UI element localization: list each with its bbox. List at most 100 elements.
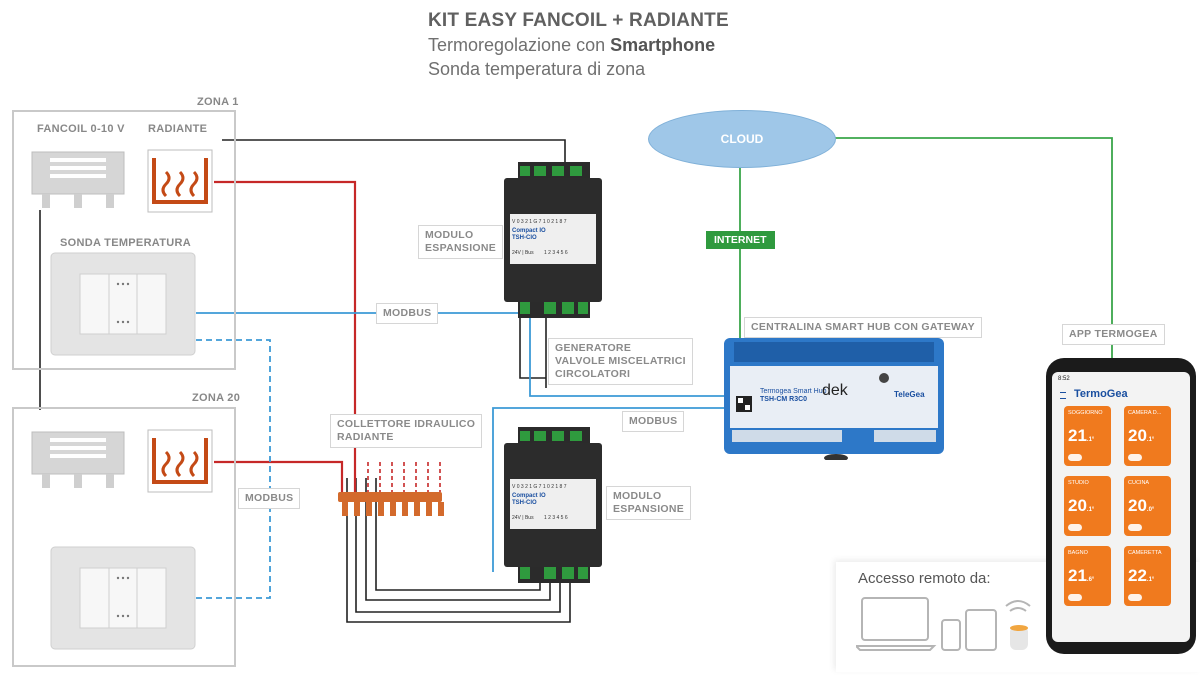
module-name: Compact IO: [512, 493, 546, 499]
remote-access-title: Accesso remoto da:: [858, 570, 991, 587]
green-cloud-app: [834, 137, 1113, 370]
collector: [338, 492, 444, 516]
module-name: Compact IO: [512, 228, 546, 234]
internet-tag: INTERNET: [706, 231, 775, 249]
expansion-module-1: V 0 3 2 1 G 7 1 0 2 1 8 7 Compact IO TSH…: [504, 162, 602, 318]
module-bus: 24V | Bus: [512, 515, 534, 521]
subtitle-2: Sonda temperatura di zona: [428, 59, 646, 79]
tablet-icon: [965, 609, 997, 651]
room-temp: 21.1°: [1068, 426, 1094, 446]
room-tile[interactable]: CAMERA D... 20.1°: [1124, 406, 1171, 466]
radiante-label: RADIANTE: [148, 123, 208, 135]
cloud-label: CLOUD: [720, 132, 764, 146]
fancoil-icon: [31, 151, 125, 208]
cloud-icon: CLOUD: [648, 110, 836, 168]
room-temp-dec: .1°: [1086, 437, 1095, 443]
room-temp: 22.1°: [1128, 566, 1154, 586]
module-code: TSH-CIO: [512, 235, 537, 241]
room-tile[interactable]: SOGGIORNO 21.1°: [1064, 406, 1111, 466]
room-name: CAMERETTA: [1128, 550, 1162, 556]
modbus-lines: [196, 312, 735, 572]
temperature-sensor-icon: [50, 252, 196, 356]
menu-icon[interactable]: [1060, 392, 1066, 399]
room-temp-dec: .1°: [1146, 437, 1155, 443]
collettore-line1: COLLETTORE IDRAULICO: [337, 418, 476, 430]
collector-dashes: [367, 462, 441, 492]
status-time: 8:52: [1058, 376, 1070, 382]
fancoil-icon: [31, 431, 125, 488]
bus-col-4: [375, 478, 541, 591]
collettore-line2: RADIANTE: [337, 431, 394, 443]
toggle-icon[interactable]: [1068, 594, 1082, 601]
app-brand: TermoGea: [1074, 388, 1128, 400]
bus-lines: [39, 139, 571, 623]
title-block: KIT EASY FANCOIL + RADIANTE Termoregolaz…: [428, 10, 729, 80]
room-name: BAGNO: [1068, 550, 1088, 556]
toggle-icon[interactable]: [1068, 524, 1082, 531]
module-device-icon: [504, 162, 602, 318]
fancoil-label: FANCOIL 0-10 V: [37, 123, 125, 135]
zone20-box: [12, 407, 236, 667]
modbus-dashed: [194, 339, 271, 599]
temperature-sensor-icon: [50, 546, 196, 650]
toggle-icon[interactable]: [1068, 454, 1082, 461]
modulo-2-line2: ESPANSIONE: [613, 503, 685, 515]
generatore-tag: GENERATORE VALVOLE MISCELATRICI CIRCOLAT…: [548, 338, 693, 385]
bus-col-3: [365, 478, 551, 601]
modulo-tag-2: MODULO ESPANSIONE: [606, 486, 692, 520]
room-temp-int: 20: [1128, 496, 1147, 515]
room-temp-int: 20: [1128, 426, 1147, 445]
room-name: CAMERA D...: [1128, 410, 1162, 416]
hydraulic-lines: [214, 180, 357, 492]
centralina-tag: CENTRALINA SMART HUB CON GATEWAY: [744, 317, 982, 338]
radiant-heat-icon: [147, 149, 213, 213]
bus-col-1: [346, 478, 571, 623]
module-code: TSH-CIO: [512, 500, 537, 506]
subtitle-1: Termoregolazione con Smartphone: [428, 35, 729, 56]
room-tile[interactable]: CAMERETTA 22.1°: [1124, 546, 1171, 606]
module-terminals: V 0 3 2 1 G 7 1 0 2 1 8 7: [512, 484, 567, 490]
room-name: CUCINA: [1128, 480, 1150, 486]
room-temp-int: 20: [1068, 496, 1087, 515]
generatore-line2: VALVOLE MISCELATRICI: [555, 355, 686, 367]
app-screen: 8:52 TermoGea SOGGIORNO 21.1° CAMERA D..…: [1052, 372, 1190, 642]
smartphone: 8:52 TermoGea SOGGIORNO 21.1° CAMERA D..…: [1046, 358, 1196, 654]
laptop-icon: [856, 597, 937, 651]
red-line-zone1: [214, 180, 357, 492]
room-temp-dec: .1°: [1146, 577, 1155, 583]
smart-hub: Termogea Smart Hub TSH-CM R3C0 dek TeleG…: [724, 338, 944, 462]
modulo-2-line1: MODULO: [613, 490, 662, 502]
room-name: SOGGIORNO: [1068, 410, 1103, 416]
toggle-icon[interactable]: [1128, 524, 1142, 531]
internet-lines: [739, 137, 1113, 370]
room-temp-int: 22: [1128, 566, 1147, 585]
room-temp: 20.1°: [1128, 426, 1154, 446]
hub-name: Termogea Smart Hub: [760, 388, 827, 395]
modbus-tag-2: MODBUS: [622, 411, 685, 432]
room-tile[interactable]: CUCINA 20.0°: [1124, 476, 1171, 536]
modbus-tag-3: MODBUS: [238, 488, 301, 509]
toggle-icon[interactable]: [1128, 594, 1142, 601]
radiant-heat-icon: [147, 429, 213, 493]
module-device-icon: [504, 427, 602, 583]
modulo-1-line1: MODULO: [425, 229, 474, 241]
module-bus: 24V | Bus: [512, 250, 534, 256]
room-tile[interactable]: STUDIO 20.1°: [1064, 476, 1111, 536]
hub-device-icon: [724, 338, 944, 462]
module-relay-nums: 1 2 3 4 5 6: [544, 250, 568, 256]
room-temp-int: 21: [1068, 566, 1087, 585]
sonda-label: SONDA TEMPERATURA: [60, 237, 191, 249]
red-line-zone20: [214, 460, 344, 492]
room-name: STUDIO: [1068, 480, 1089, 486]
app-tag: APP TERMOGEA: [1062, 324, 1165, 345]
toggle-icon[interactable]: [1128, 454, 1142, 461]
modbus-module2: [492, 407, 735, 572]
room-temp-dec: .6°: [1086, 577, 1095, 583]
phone-small-icon: [941, 619, 961, 651]
smart-speaker-icon: [1005, 600, 1031, 650]
bus-line-top: [222, 139, 566, 168]
room-tile[interactable]: BAGNO 21.6°: [1064, 546, 1111, 606]
modbus-to-hub: [529, 318, 735, 397]
collettore-tag: COLLETTORE IDRAULICO RADIANTE: [330, 414, 483, 448]
